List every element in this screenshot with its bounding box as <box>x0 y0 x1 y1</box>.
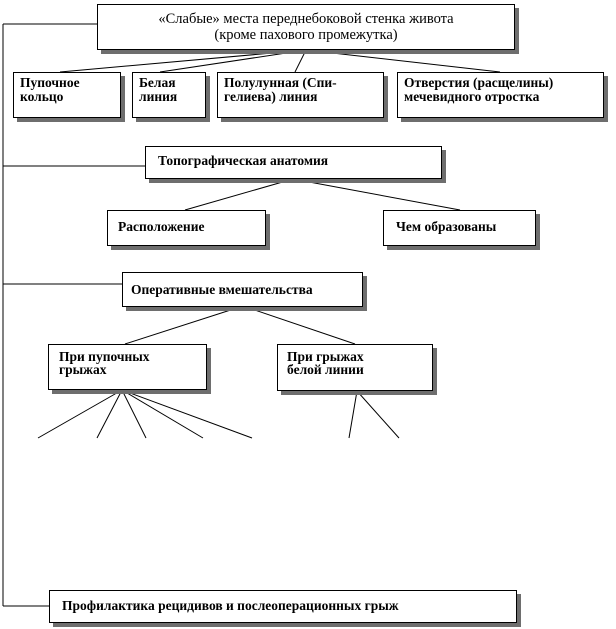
weak-point-spigelian-line: Полулунная (Спи- гелиева) линия <box>217 72 384 118</box>
branch-umbilical-2 <box>96 389 123 439</box>
link-topo-location <box>184 178 294 211</box>
link-title-spigelian <box>294 49 307 73</box>
title-box: «Слабые» места переднебоковой стенка жив… <box>97 4 515 50</box>
formed-by-box: Чем образованы <box>383 210 536 246</box>
branch-umbilical-5 <box>121 389 253 439</box>
operations-box: Оперативные вмешательства <box>122 272 363 307</box>
branch-umbilical-1 <box>37 389 123 439</box>
link-title-xiphoid <box>305 49 501 73</box>
link-ops-alba <box>242 305 356 345</box>
link-topo-formed <box>292 178 461 211</box>
weak-point-umbilical-ring: Пупочное кольцо <box>13 72 121 118</box>
link-ops-umbilical <box>124 305 244 345</box>
branch-alba-2 <box>356 390 400 439</box>
location-box: Расположение <box>107 210 266 246</box>
link-title-linea-alba <box>159 49 307 73</box>
branch-umbilical-4 <box>121 389 204 439</box>
prevention-box: Профилактика рецидивов и послеоперационн… <box>49 590 517 623</box>
title-text: «Слабые» места переднебоковой стенка жив… <box>158 11 454 43</box>
link-title-umbilical <box>59 49 307 73</box>
linea-alba-hernia-box: При грыжах белой линии <box>277 344 433 391</box>
branch-alba-1 <box>348 390 358 439</box>
weak-point-xiphoid-openings: Отверстия (расщелины) мечевидного отрост… <box>397 72 604 118</box>
umbilical-hernia-box: При пупочных грыжах <box>48 344 207 390</box>
topography-box: Топографическая анатомия <box>145 146 442 179</box>
weak-point-linea-alba: Белая линия <box>132 72 206 118</box>
branch-umbilical-3 <box>121 389 147 439</box>
